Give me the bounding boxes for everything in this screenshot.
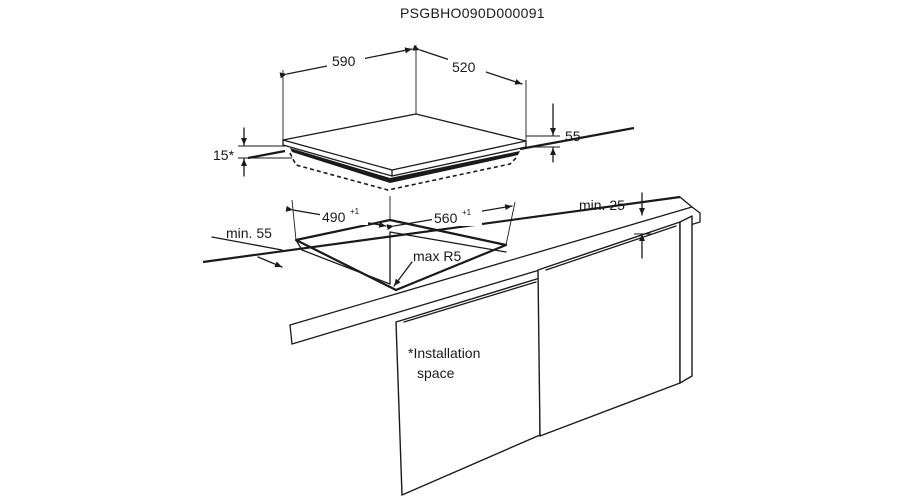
dim-cutout-depth-tolerance: +1 bbox=[462, 208, 472, 217]
worktop-edge-left-upper bbox=[247, 149, 286, 160]
hob-top-surface bbox=[282, 113, 527, 171]
radius-leader bbox=[393, 261, 413, 287]
dim-corner-radius: max R5 bbox=[413, 248, 461, 264]
dim-hob-depth: 520 bbox=[452, 59, 476, 75]
dim-cutout-width: 490 bbox=[322, 209, 346, 225]
cutout-opening bbox=[294, 218, 508, 292]
cabinet-door-right bbox=[537, 221, 681, 437]
drawing-code: PSGBHO090D000091 bbox=[400, 5, 545, 21]
dim-front-distance: min. 55 bbox=[226, 225, 272, 241]
front-distance-arrow-left bbox=[211, 236, 283, 251]
cabinet bbox=[395, 215, 693, 496]
cabinet-side bbox=[679, 215, 693, 384]
dim-hob-height: 55 bbox=[565, 128, 581, 144]
note-line-2: space bbox=[417, 365, 455, 381]
dim-back-clearance: min. 25 bbox=[579, 197, 625, 213]
hob-body bbox=[290, 148, 520, 183]
worktop-cutout bbox=[294, 218, 508, 292]
cabinet-door-left bbox=[395, 277, 541, 496]
front-distance-arrow-right bbox=[257, 256, 283, 268]
note-line-1: *Installation bbox=[408, 345, 480, 361]
hob-built-in-outline bbox=[289, 152, 519, 191]
worktop-back-edge bbox=[519, 126, 635, 151]
dim-installation-gap: 15* bbox=[213, 147, 235, 163]
dim-cutout-width-tolerance: +1 bbox=[350, 207, 360, 216]
hob bbox=[282, 113, 527, 191]
dim-hob-width: 590 bbox=[332, 53, 356, 69]
dim-cutout-depth: 560 bbox=[434, 210, 458, 226]
